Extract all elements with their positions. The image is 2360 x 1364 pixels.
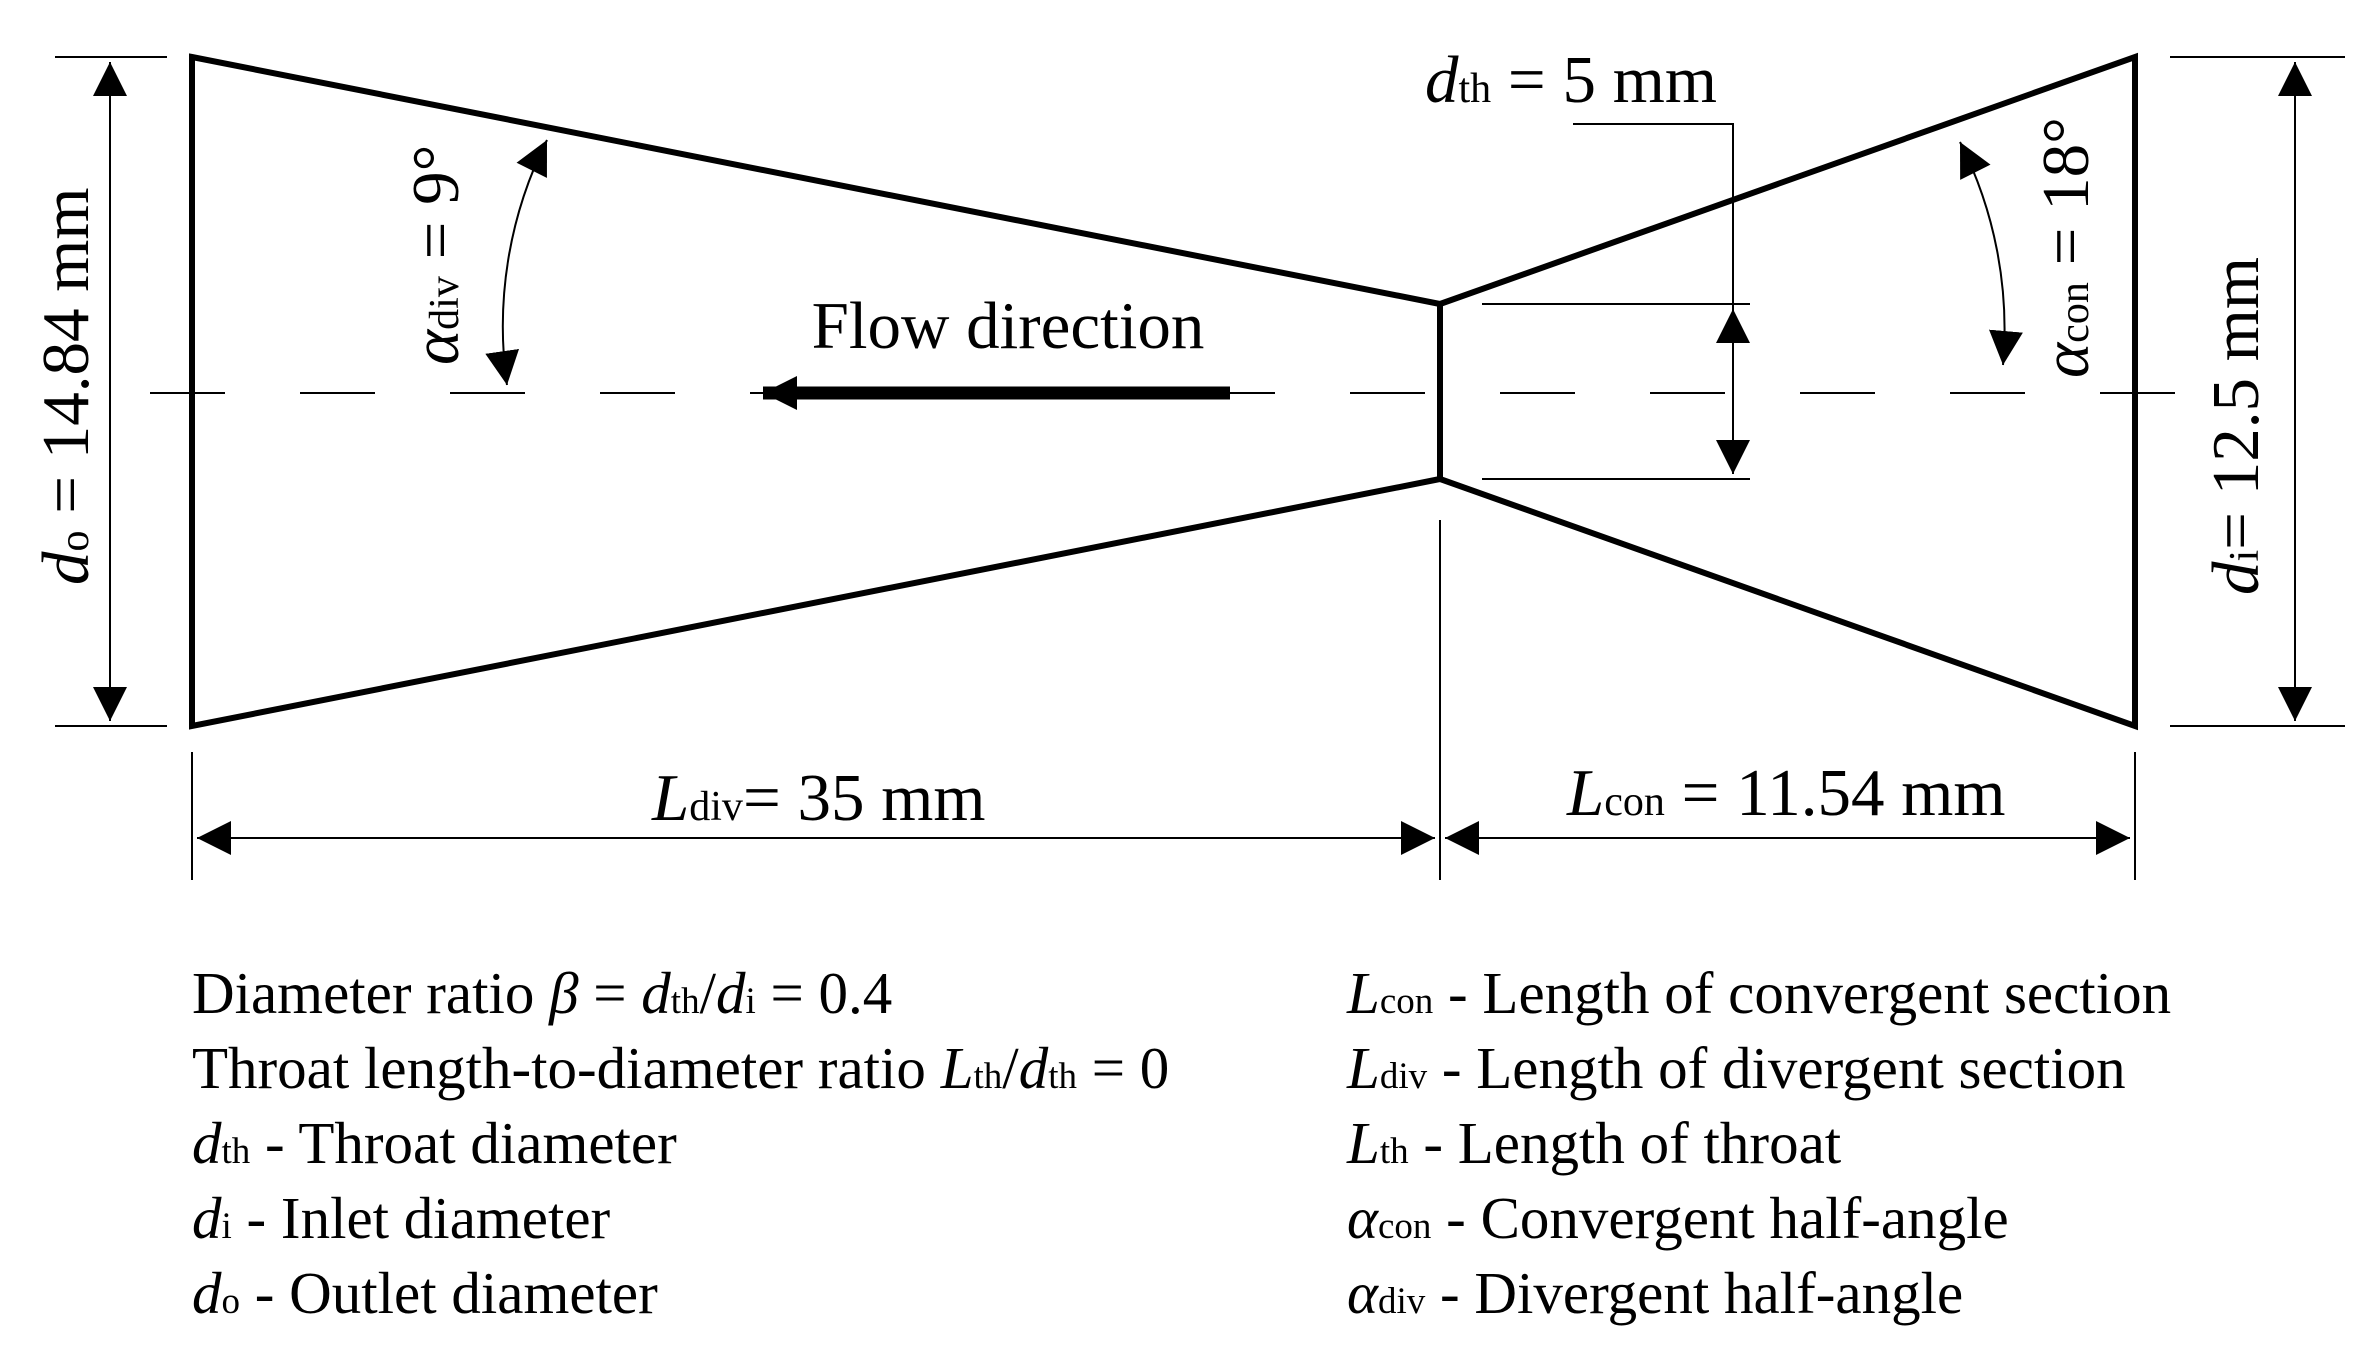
legend-item-text: - Inlet diameter — [232, 1185, 611, 1251]
legend-beta-value: = 0.4 — [756, 960, 893, 1026]
legend-item: Lth - Length of throat — [1346, 1110, 1842, 1176]
lcon-label-subscript: con — [1604, 779, 1665, 825]
legend-item-text: - Divergent half-angle — [1425, 1260, 1963, 1326]
dth-label: dth = 5 mm — [1425, 43, 1717, 117]
legend-item-text: - Length of throat — [1409, 1110, 1842, 1176]
legend-beta: Diameter ratio β = dth/di = 0.4 — [192, 960, 892, 1026]
legend-beta-i: i — [745, 981, 755, 1022]
legend-beta-slash: / — [700, 960, 717, 1026]
legend-item-subscript: th — [222, 1131, 251, 1172]
legend-item-text: - Outlet diameter — [240, 1260, 658, 1326]
alpha-con-arc — [1959, 141, 2023, 366]
alpha-div-arc — [485, 139, 548, 386]
do-label-value: = 14.84 mm — [29, 187, 103, 530]
do-label-subscript: o — [52, 531, 98, 552]
legend-item-subscript: o — [222, 1281, 241, 1322]
legend-item-symbol: d — [192, 1260, 222, 1326]
alpha-div-label-value: = 9° — [399, 145, 473, 277]
dth-label-symbol: d — [1425, 43, 1459, 117]
legend-item-text: - Length of divergent section — [1427, 1035, 2126, 1101]
legend-throat-ratio-value: = 0 — [1077, 1035, 1169, 1101]
ldiv-label: Ldiv= 35 mm — [651, 761, 985, 835]
legend-item-subscript: div — [1378, 1281, 1426, 1322]
legend-item: αdiv - Divergent half-angle — [1347, 1260, 1963, 1326]
legend-item-symbol: L — [1346, 960, 1380, 1026]
legend-item-symbol: L — [1346, 1110, 1380, 1176]
legend-item-symbol: α — [1347, 1185, 1379, 1251]
legend-item: Ldiv - Length of divergent section — [1346, 1035, 2126, 1101]
di-label-value: = 12.5 mm — [2199, 257, 2273, 550]
do-label-symbol: d — [29, 551, 103, 585]
dth-label-value: = 5 mm — [1491, 43, 1717, 117]
legend-item-symbol: α — [1347, 1260, 1379, 1326]
legend-beta-d2: d — [716, 960, 746, 1026]
legend-beta-th: th — [671, 981, 700, 1022]
alpha-con-label-value: = 18° — [2029, 117, 2103, 282]
ldiv-label-symbol: L — [651, 761, 689, 835]
alpha-div-label: αdiv = 9° — [399, 145, 473, 365]
legend-item-text: - Length of convergent section — [1433, 960, 2171, 1026]
nozzle-convergent-profile — [1437, 52, 2138, 731]
lcon-label-value: = 11.54 mm — [1665, 756, 2006, 830]
legend-beta-d: d — [641, 960, 671, 1026]
legend-beta-symbol: β — [548, 960, 579, 1026]
alpha-div-label-subscript: div — [422, 276, 468, 330]
legend-item-symbol: d — [192, 1185, 222, 1251]
legend-right: Lcon - Length of convergent section Ldiv… — [1346, 960, 2171, 1326]
legend-item-text: - Convergent half-angle — [1431, 1185, 2008, 1251]
di-label-symbol: d — [2199, 561, 2273, 595]
dth-label-subscript: th — [1459, 66, 1492, 112]
nozzle-outline — [189, 52, 2138, 731]
alpha-div-label-symbol: α — [399, 328, 473, 365]
legend-throat-ratio-th: th — [974, 1056, 1003, 1097]
do-label: do = 14.84 mm — [29, 187, 103, 585]
lcon-label-symbol: L — [1566, 756, 1604, 830]
ldiv-label-value: = 35 mm — [743, 761, 986, 835]
legend-beta-prefix: Diameter ratio — [192, 960, 549, 1026]
lcon-label: Lcon = 11.54 mm — [1566, 756, 2005, 830]
legend-left: Diameter ratio β = dth/di = 0.4 Throat l… — [192, 960, 1169, 1326]
legend-item-subscript: div — [1380, 1056, 1428, 1097]
legend-item-subscript: th — [1380, 1131, 1409, 1172]
alpha-con-label-symbol: α — [2029, 341, 2103, 378]
legend-item: di - Inlet diameter — [192, 1185, 611, 1251]
legend-item-text: - Throat diameter — [250, 1110, 677, 1176]
legend-throat-ratio-d: d — [1019, 1035, 1049, 1101]
legend-item-subscript: con — [1380, 981, 1433, 1022]
di-label-subscript: i — [2222, 550, 2268, 562]
legend-throat-ratio-L: L — [940, 1035, 974, 1101]
alpha-con-label-subscript: con — [2052, 282, 2098, 343]
dth-leader-line — [1573, 123, 1734, 309]
ldiv-label-subscript: div — [689, 784, 743, 830]
legend-beta-eq: = — [579, 960, 642, 1026]
dimension-lines — [55, 56, 2345, 880]
legend-item: dth - Throat diameter — [192, 1110, 677, 1176]
legend-item-symbol: L — [1346, 1035, 1380, 1101]
legend-throat-ratio-th2: th — [1048, 1056, 1077, 1097]
legend-item: do - Outlet diameter — [192, 1260, 658, 1326]
legend-item-subscript: i — [222, 1206, 232, 1247]
flow-direction-label: Flow direction — [812, 289, 1205, 363]
legend-item: Lcon - Length of convergent section — [1346, 960, 2171, 1026]
legend-item-subscript: con — [1378, 1206, 1431, 1247]
legend-throat-ratio: Throat length-to-diameter ratio Lth/dth … — [192, 1035, 1169, 1101]
di-label: di= 12.5 mm — [2199, 257, 2273, 595]
alpha-con-label: αcon = 18° — [2029, 117, 2103, 378]
legend-item-symbol: d — [192, 1110, 222, 1176]
legend-item: αcon - Convergent half-angle — [1347, 1185, 2009, 1251]
legend-throat-ratio-prefix: Throat length-to-diameter ratio — [192, 1035, 941, 1101]
legend-throat-ratio-slash: / — [1002, 1035, 1019, 1101]
